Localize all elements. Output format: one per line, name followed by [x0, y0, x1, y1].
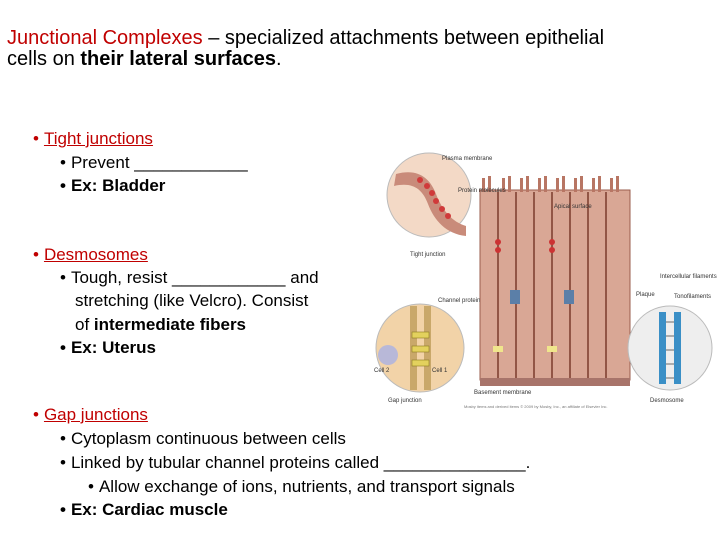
- label-plaque: Plaque: [636, 292, 655, 298]
- bullet-icon: •: [60, 500, 66, 519]
- bullet-icon: •: [60, 453, 66, 472]
- gap-junctions-heading: •Gap junctions: [33, 405, 148, 424]
- label-apical-surface: Apical surface: [554, 204, 592, 210]
- label-basement-membrane: Basement membrane: [474, 390, 532, 396]
- desmosome-inset: [627, 305, 713, 391]
- label-intercellular-filaments: Intercellular filaments: [660, 274, 717, 280]
- bullet-icon: •: [33, 129, 39, 148]
- gap-junctions-item: •Cytoplasm continuous between cells: [60, 429, 346, 448]
- gap-junction-inset: [375, 303, 465, 393]
- figure-credit: Mosby items and derived items © 2009 by …: [464, 404, 608, 409]
- bullet-icon: •: [60, 429, 66, 448]
- gap-junctions-item: •Linked by tubular channel proteins call…: [60, 453, 531, 472]
- title-definition-b: cells on: [7, 48, 81, 70]
- label-cell2: Cell 2: [374, 368, 390, 374]
- bullet-icon: •: [33, 245, 39, 264]
- label-tight-junction: Tight junction: [410, 252, 445, 258]
- label-plasma-membrane: Plasma membrane: [442, 156, 493, 162]
- title-term: Junctional Complexes: [7, 27, 203, 49]
- epithelial-cells: [479, 176, 631, 386]
- junctions-illustration: Plasma membrane Protein molecules Apical…: [374, 152, 717, 409]
- desmosomes-item: •Tough, resist ____________ and: [60, 268, 319, 287]
- tight-junctions-heading: •Tight junctions: [33, 129, 153, 148]
- label-channel-protein: Channel protein: [438, 298, 480, 304]
- bullet-icon: •: [88, 477, 94, 496]
- label-desmosome: Desmosome: [650, 398, 684, 404]
- bullet-icon: •: [60, 153, 66, 172]
- desmosomes-heading: •Desmosomes: [33, 245, 148, 264]
- label-tonofilaments: Tonofilaments: [674, 294, 711, 300]
- tight-junction-inset: [386, 152, 472, 238]
- title-end: .: [276, 48, 282, 70]
- label-cell1: Cell 1: [432, 368, 448, 374]
- bullet-icon: •: [60, 176, 66, 195]
- label-gap-junction: Gap junction: [388, 398, 422, 404]
- label-protein-molecules: Protein molecules: [458, 188, 506, 194]
- bullet-icon: •: [60, 268, 66, 287]
- title-definition-a: – specialized attachments between epithe…: [202, 27, 605, 49]
- junctional-complexes-figure: Plasma membrane Protein molecules Apical…: [368, 150, 720, 412]
- gap-junctions-subitem: •Allow exchange of ions, nutrients, and …: [88, 477, 515, 496]
- tight-junctions-item: •Prevent ____________: [60, 153, 248, 172]
- desmosomes-example: •Ex: Uterus: [60, 338, 156, 357]
- gap-junctions-example: •Ex: Cardiac muscle: [60, 500, 228, 519]
- bullet-icon: •: [60, 338, 66, 357]
- desmosomes-item-cont2: of intermediate fibers: [75, 315, 247, 334]
- title-emphasis: their lateral surfaces: [80, 48, 277, 70]
- bullet-icon: •: [33, 405, 39, 424]
- desmosomes-item-cont: stretching (like Velcro). Consist: [75, 291, 309, 310]
- tight-junctions-example: •Ex: Bladder: [60, 176, 166, 195]
- slide-title: Junctional Complexes – specialized attac…: [7, 28, 717, 70]
